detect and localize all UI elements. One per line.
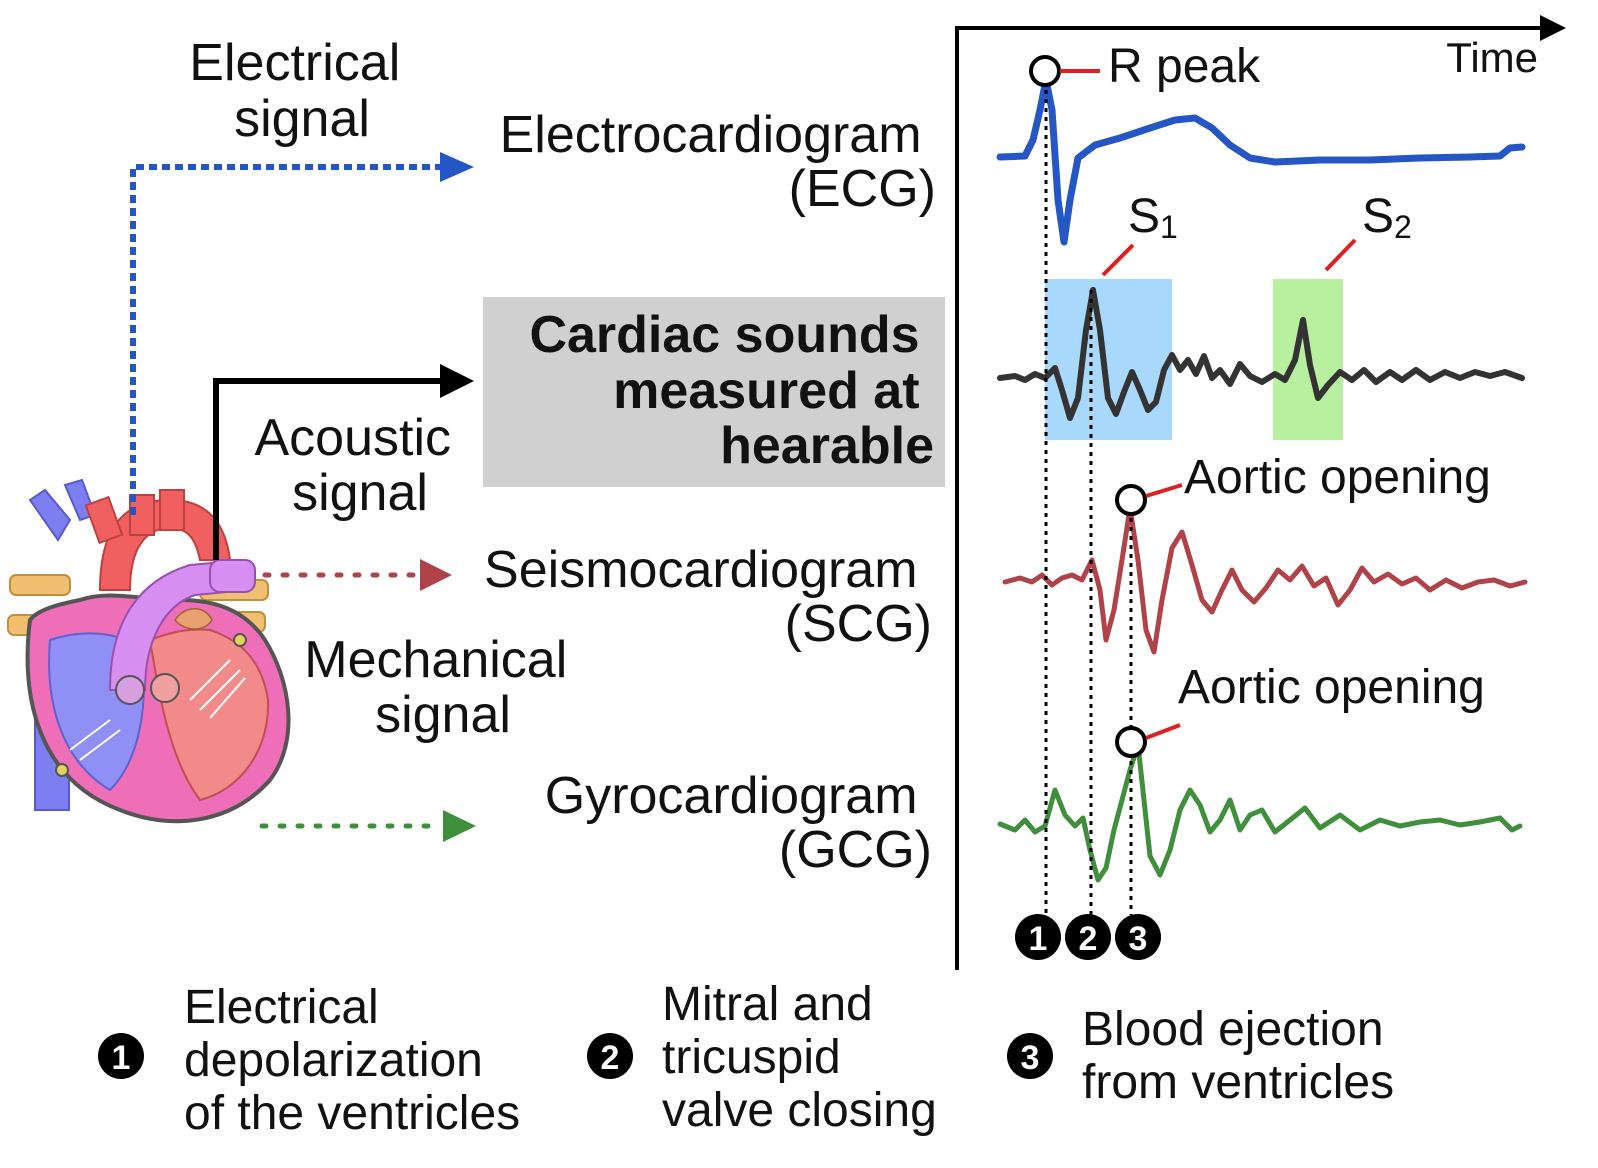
legend-2-badge bbox=[587, 1033, 633, 1079]
mechanical-signal-label: Mechanical signal bbox=[304, 631, 581, 744]
legend-3-text: Blood ejection from ventricles bbox=[1082, 1003, 1397, 1109]
svg-text:1: 1 bbox=[112, 1039, 131, 1077]
legend-2-text: Mitral and tricuspid valve closing bbox=[662, 978, 937, 1137]
s1-callout bbox=[1101, 243, 1135, 277]
aortic-opening-scg-marker bbox=[1115, 484, 1147, 516]
cardiac-sounds-box bbox=[483, 297, 945, 487]
marker-3: 3 bbox=[1115, 914, 1161, 960]
aortic-gcg-callout bbox=[1145, 723, 1181, 740]
r-peak-label: R peak bbox=[1108, 40, 1261, 93]
electrical-arrowhead bbox=[440, 152, 474, 182]
acoustic-arrow bbox=[213, 364, 474, 560]
aortic-opening-scg-label: Aortic opening bbox=[1184, 451, 1491, 504]
acoustic-signal-label: Acoustic signal bbox=[255, 409, 466, 522]
time-label: Time bbox=[1446, 34, 1538, 81]
gcg-arrow bbox=[259, 810, 476, 842]
marker-2: 2 bbox=[1065, 914, 1111, 960]
legend-3-badge bbox=[1007, 1033, 1053, 1079]
acoustic-arrowhead bbox=[440, 364, 474, 398]
legend-item-2: 2 Mitral and tricuspid valve closing bbox=[587, 978, 937, 1137]
legend-item-1: 1 Electrical depolarization of the ventr… bbox=[98, 981, 520, 1140]
marker-1: 1 bbox=[1015, 914, 1061, 960]
s2-callout bbox=[1324, 238, 1357, 272]
heart-sound-waveform bbox=[997, 287, 1525, 421]
gcg-arrowhead bbox=[443, 810, 476, 842]
svg-text:2: 2 bbox=[1079, 920, 1098, 958]
svg-text:3: 3 bbox=[1129, 920, 1148, 958]
electrical-signal-label: Electrical signal bbox=[189, 34, 414, 148]
scg-arrow bbox=[262, 559, 452, 591]
heart-illustration bbox=[7, 478, 291, 824]
scg-label: Seismocardiogram (SCG) bbox=[484, 541, 932, 653]
cardiac-sounds-label: Cardiac sounds measured at hearable bbox=[529, 306, 934, 475]
svg-text:2: 2 bbox=[601, 1039, 620, 1077]
gcg-waveform bbox=[997, 742, 1523, 883]
legend-item-3: 3 Blood ejection from ventricles bbox=[1007, 1003, 1397, 1109]
legend-1-text: Electrical depolarization of the ventric… bbox=[184, 981, 520, 1140]
aortic-opening-gcg-label: Aortic opening bbox=[1178, 661, 1485, 714]
s1-label: S1 bbox=[1128, 190, 1178, 245]
s1-highlight bbox=[1045, 279, 1172, 440]
plot-axes bbox=[955, 15, 1566, 970]
time-axis-arrowhead bbox=[1540, 15, 1566, 41]
s2-label: S2 bbox=[1362, 190, 1412, 245]
gcg-label: Gyrocardiogram (GCG) bbox=[545, 767, 932, 879]
aortic-opening-gcg-marker bbox=[1115, 726, 1147, 758]
svg-text:1: 1 bbox=[1029, 920, 1048, 958]
r-peak-marker bbox=[1029, 55, 1061, 87]
scg-waveform bbox=[1002, 505, 1528, 655]
ecg-label: Electrocardiogram (ECG) bbox=[500, 106, 936, 218]
legend-1-badge bbox=[98, 1033, 144, 1079]
svg-text:3: 3 bbox=[1021, 1039, 1040, 1077]
ecg-waveform bbox=[996, 76, 1526, 246]
electrical-arrow bbox=[130, 152, 474, 515]
aortic-scg-callout bbox=[1145, 483, 1183, 498]
scg-arrowhead bbox=[420, 559, 452, 591]
